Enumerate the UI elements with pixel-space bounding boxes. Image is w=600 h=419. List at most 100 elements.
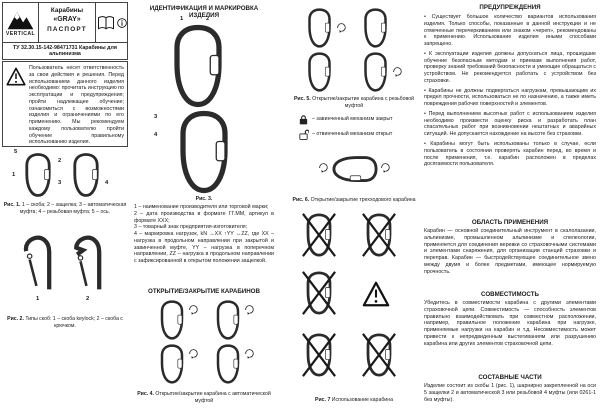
warning-item: • Перед выполнением высотных работ с исп… (424, 110, 596, 138)
cross-out-mark (302, 271, 336, 315)
model-name: «GRAY» (53, 16, 81, 23)
carabiner-drawing (216, 300, 240, 340)
carabiner-drawing (170, 24, 226, 108)
fig1-label: Рис. 1. (3, 202, 21, 208)
fig1-callout-1: 1 (12, 172, 16, 178)
fig4-label: Рис. 4. (137, 391, 154, 397)
rotate-arrow-icon (189, 349, 198, 360)
fig7-label: Рис. 7 (315, 397, 331, 403)
marking-item: 4 – маркировка нагрузок, kN ↔XX ↑YY ↔ZZ,… (134, 231, 274, 265)
marking-items: 1 – наименование производителя или торго… (134, 204, 274, 265)
product-name: Карабины (50, 7, 84, 14)
rotate-arrow-icon (245, 305, 254, 316)
fig1-text: 1 – скоба; 2 – защелка; 3 – автоматическ… (19, 202, 127, 215)
warnings-list: • Существует большое количество варианто… (424, 14, 596, 171)
warning-item: • Карабины не должны подвергаться нагруз… (424, 87, 596, 108)
cross-out-mark (362, 333, 396, 377)
warning-item: • Существует большое количество варианто… (424, 14, 596, 48)
carabiner-drawing (308, 8, 331, 48)
carabiner-drawing (73, 153, 99, 197)
keylock-nose-drawing (23, 235, 52, 290)
fig1-callout-5: 5 (14, 149, 18, 155)
compatibility-text: Убедитесь в совместимости карабина с дру… (424, 300, 596, 347)
fig7-text: Использование карабина (330, 397, 393, 403)
tu-number: ТУ 32.30.15-142-98471731 Карабины для ал… (13, 44, 117, 57)
doc-type: ПАСПОРТ (47, 26, 87, 33)
cross-out-mark (362, 213, 396, 257)
forbidden-use-diagram (302, 213, 338, 259)
fig3-caption: Рис. 3. (195, 196, 213, 202)
warning-item: • К эксплуатации изделия должны допускат… (424, 50, 596, 84)
fig7-caption: Рис. 7 Использование карабина (292, 397, 416, 404)
legend-open-text: – отвинченный механизм открыт (312, 131, 393, 138)
fig1-callout-2: 2 (58, 158, 62, 164)
fig5-label: Рис. 5. (293, 96, 311, 102)
mountain-logo-icon (7, 12, 34, 30)
fig6-figure (318, 146, 392, 194)
carabiner-drawing (308, 52, 331, 92)
open-close-heading: ОТКРЫТИЕ/ЗАКРЫТИЕ КАРАБИНОВ (148, 288, 260, 295)
rotate-arrow-icon (337, 23, 346, 34)
fig2-label: Рис. 2. (7, 316, 24, 322)
book-icon (97, 16, 114, 30)
fig6-caption: Рис. 6. Открытие/закрытие трехходового к… (292, 197, 416, 204)
tu-box: ТУ 32.30.15-142-98471731 Карабины для ал… (2, 42, 128, 60)
forbidden-use-diagram (362, 213, 398, 259)
fig2-callout-1: 1 (36, 296, 40, 302)
marking-item: 2 – дата производства в формате ГГ.ММ, а… (134, 210, 274, 224)
rotate-arrow-icon (319, 163, 328, 174)
read-manual-icon-box (95, 2, 128, 43)
fig1-figure: 5 1 2 3 4 (10, 149, 120, 200)
brand-name: VERTICAL (5, 31, 36, 37)
forbidden-use-diagram (362, 333, 398, 379)
fig3-callout-1: 1 (180, 16, 184, 22)
lock-open-icon (299, 129, 309, 140)
carabiner-drawing (332, 156, 378, 182)
fig6-label: Рис. 6. (292, 197, 310, 203)
identification-heading: ИДЕНТИФИКАЦИЯ И МАРКИРОВКА ИЗДЕЛИЯ (149, 5, 259, 20)
carabiner-drawing (216, 344, 240, 384)
fig4-figure (148, 298, 260, 388)
forbidden-use-diagram (302, 271, 338, 317)
brand-logo-box: VERTICAL (2, 2, 39, 43)
parts-heading: СОСТАВНЫЕ ЧАСТИ (478, 374, 542, 381)
cross-out-mark (302, 213, 336, 257)
hook-nose-drawing (74, 235, 102, 290)
warning-item: • Карабины могут быть использованы тольк… (424, 141, 596, 168)
carabiner-drawing (364, 8, 387, 48)
user-warning-text: Пользователь несет ответственность за св… (29, 65, 124, 146)
fig5-caption: Рис. 5. Открытие/закрытие карабина с рез… (292, 96, 416, 109)
carabiner-drawing (176, 110, 232, 194)
info-icon (116, 17, 127, 28)
fig3-callout-3: 3 (154, 114, 158, 120)
marking-item: 1 – наименование производителя или торго… (134, 204, 269, 210)
lock-closed-icon (299, 115, 308, 125)
carabiner-drawing (160, 300, 184, 340)
fig3-callout-4: 4 (154, 132, 158, 138)
rotate-arrow-icon (189, 305, 198, 316)
fig2-callout-2: 2 (86, 296, 90, 302)
fig3-callout-2: 2 (206, 16, 210, 22)
carabiner-drawing (364, 52, 387, 92)
fig1-callout-3: 3 (58, 180, 62, 186)
application-text: Карабин — основной соединительный инстру… (424, 228, 596, 275)
fig7-figure (296, 211, 416, 393)
rotate-arrow-icon (381, 163, 390, 174)
fig1-callout-4: 4 (105, 180, 109, 186)
rotate-arrow-icon (245, 349, 254, 360)
fig5-figure (298, 8, 412, 94)
warnings-heading: ПРЕДУПРЕЖДЕНИЯ (479, 4, 541, 11)
rotate-arrow-icon (393, 67, 402, 78)
fig4-caption: Рис. 4. Открытие/закрытие карабина с авт… (134, 391, 274, 404)
fig4-text: Открытие/закрытие карабина с автоматичес… (153, 391, 271, 404)
title-box: Карабины «GRAY» ПАСПОРТ (38, 2, 96, 43)
fig1-caption: Рис. 1. 1 – скоба; 2 – защелка; 3 – авто… (2, 202, 128, 215)
fig5-text: Открытие/закрытие карабина с резьбовой м… (310, 96, 415, 109)
legend-closed-row: – завинченный механизм закрыт (298, 114, 416, 125)
fig2-figure: 1 2 (18, 228, 112, 312)
marking-item: 3 – товарный знак предприятия-изготовите… (134, 224, 248, 231)
warning-triangle-icon (6, 67, 26, 86)
parts-text: Изделие состоит из скобы 1 (рис. 1), шар… (424, 383, 596, 403)
warning-triangle-icon (362, 281, 390, 307)
